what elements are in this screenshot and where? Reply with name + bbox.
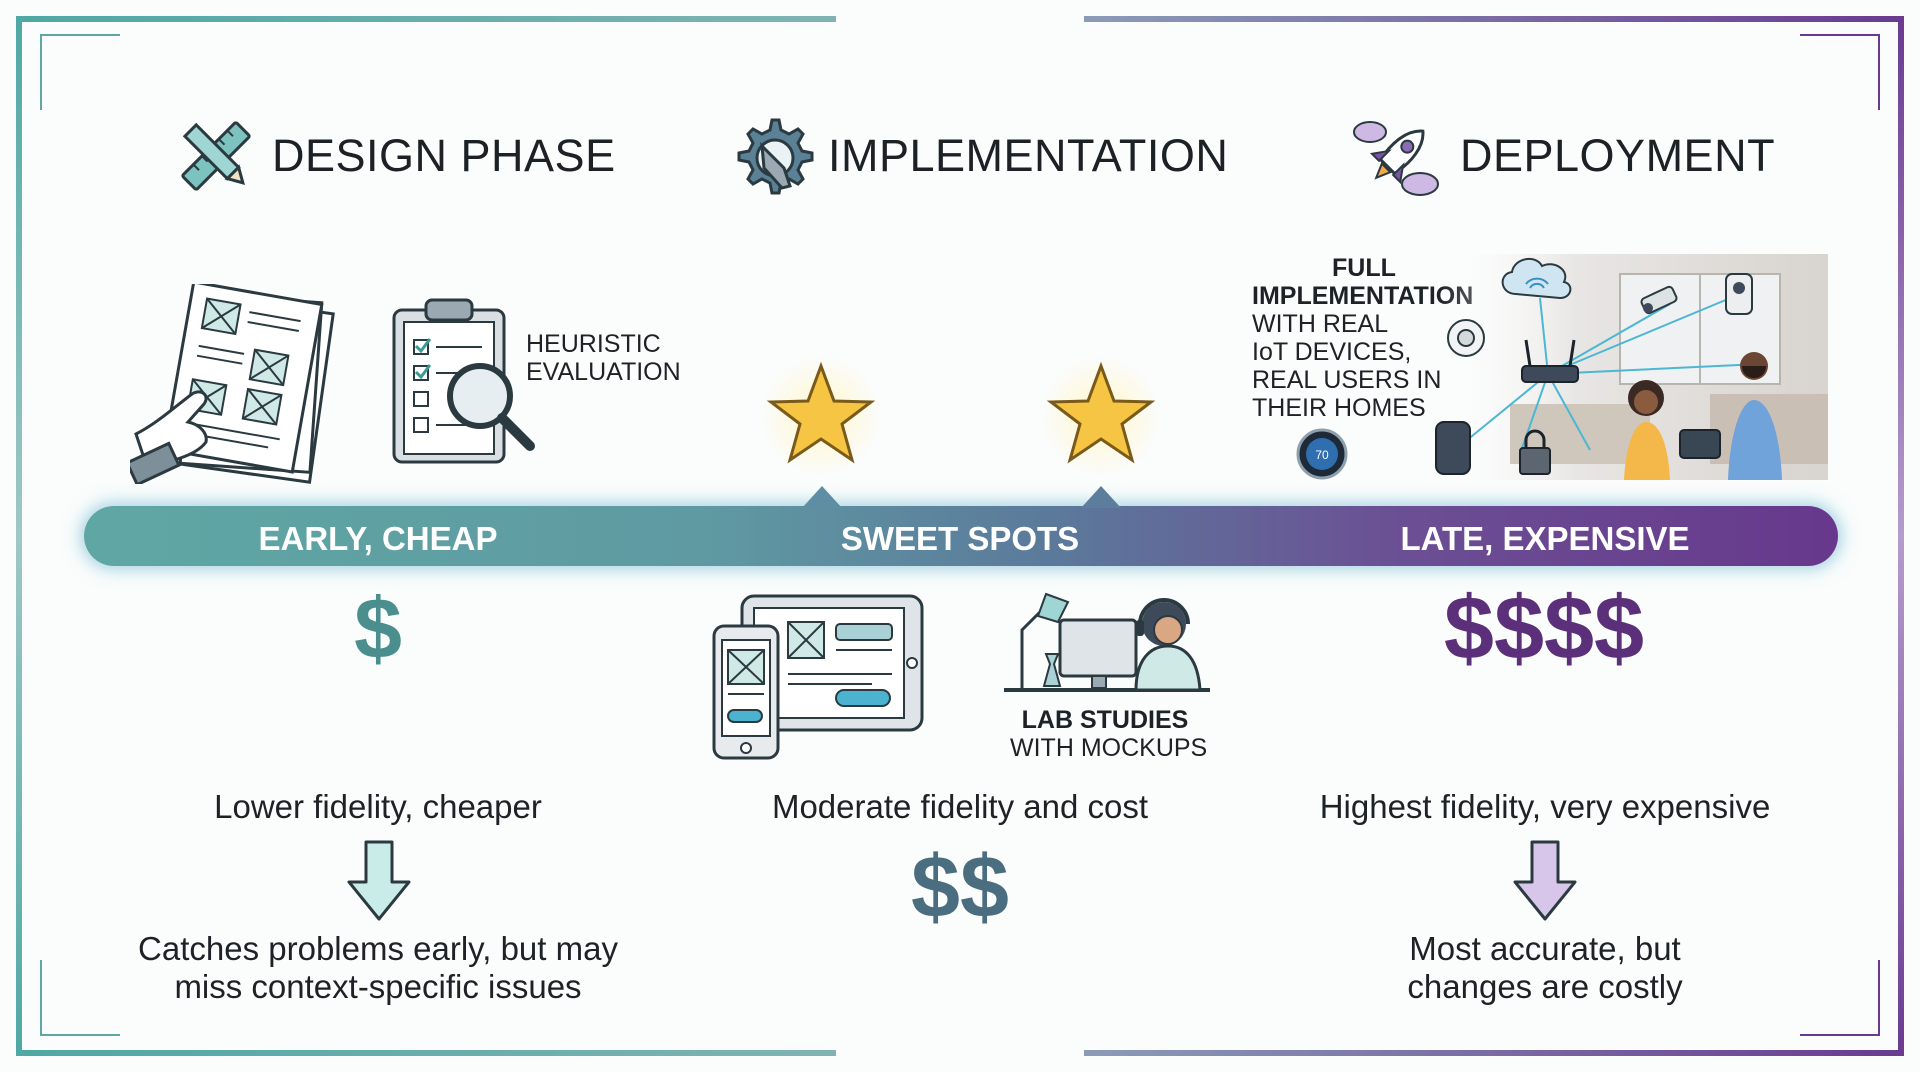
thermostat-reading: 70 [1315,448,1329,462]
implementation-fidelity: Moderate fidelity and cost [771,788,1149,825]
down-arrow-icon [347,840,411,921]
deployment-phase-title: DEPLOYMENT [1460,130,1776,181]
implementation-phase-title: IMPLEMENTATION [828,130,1229,181]
full-impl-line3: WITH REAL [1252,310,1389,338]
heuristic-label-line2: EVALUATION [526,358,681,386]
timeline-label-sweet: SWEET SPOTS [840,520,1080,557]
deployment-fidelity: Highest fidelity, very expensive [1319,788,1771,825]
star-icon [761,356,881,476]
deployment-outcome-line2: changes are costly [1407,968,1683,1005]
rocket-icon [1353,121,1439,196]
lab-studies-line2: WITH MOCKUPS [1010,734,1208,762]
clipboard-magnifier-icon [392,298,535,464]
wireframe-papers-icon [130,284,335,484]
full-impl-line6: THEIR HOMES [1252,394,1426,422]
design-outcome-line1: Catches problems early, but may [138,930,618,967]
deployment-cost: $$$$ [1443,579,1645,679]
sweet-spot-pointer [802,486,842,508]
lab-studies-line1: LAB STUDIES [1021,706,1189,734]
full-impl-line1: FULL [1332,254,1396,282]
full-impl-line5: REAL USERS IN [1252,366,1442,394]
sweet-spot-pointer [1081,486,1121,508]
tablet-phone-mockup-icon [712,594,924,760]
design-phase-title: DESIGN PHASE [272,130,616,181]
smart-home-scene: 70 [1296,254,1828,480]
implementation-cost: $$ [911,837,1009,936]
gear-wrench-icon [737,118,814,195]
deployment-outcome-line1: Most accurate, but [1409,930,1681,967]
down-arrow-icon [1513,840,1577,921]
timeline-bar [84,506,1838,566]
lab-study-icon [1004,592,1210,692]
full-impl-line4: IoT DEVICES, [1252,338,1412,366]
design-outcome-line2: miss context-specific issues [174,968,582,1005]
pencil-ruler-icon [181,121,251,191]
timeline-label-early: EARLY, CHEAP [258,520,498,557]
design-fidelity: Lower fidelity, cheaper [214,788,542,825]
design-cost: $ [354,581,402,677]
full-impl-line2: IMPLEMENTATION [1252,282,1474,310]
star-icon [1041,356,1161,476]
heuristic-label-line1: HEURISTIC [526,330,661,358]
timeline-label-late: LATE, EXPENSIVE [1400,520,1690,557]
